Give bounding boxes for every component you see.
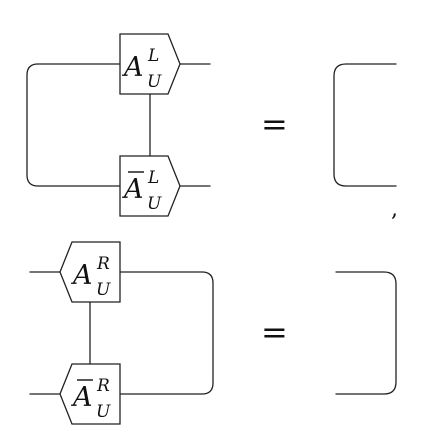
tensor-a-bar-l-u-base: A — [121, 174, 144, 205]
tensor-a-bar-r-u-box — [59, 363, 121, 425]
tensor-a-bar-l-u-sup: L — [147, 168, 159, 188]
tensor-a-bar-r-u-sub: U — [96, 402, 111, 422]
equals-sign-2: = — [261, 313, 288, 351]
tensor-a-r-u-base: A — [70, 260, 93, 291]
tensor-a-r-u-sub: U — [96, 280, 111, 300]
lhs-left-loop-wire — [26, 63, 121, 187]
tensor-a-l-u-base: A — [121, 52, 144, 83]
tensor-a-r-u: A R U — [59, 241, 121, 303]
tensor-a-l-u-sup: L — [147, 46, 159, 66]
tensor-a-bar-l-u-box — [119, 155, 181, 217]
rhs-identity-bracket-1 — [333, 63, 397, 187]
tensor-a-bar-r-u-base: A — [70, 382, 93, 413]
tensor-a-r-u-sup: R — [96, 254, 110, 274]
right-canonical-equation: A R U A R U = — [29, 241, 397, 425]
tensor-a-r-u-box — [59, 241, 121, 303]
tensor-a-bar-r-u-sup: R — [96, 376, 110, 396]
left-canonical-equation: A L U A L U = , — [26, 33, 398, 222]
lhs-right-loop-wire — [119, 271, 214, 395]
tensor-a-l-u-sub: U — [147, 72, 162, 92]
equals-sign-1: = — [261, 105, 288, 143]
trailing-comma: , — [391, 197, 398, 222]
tensor-a-bar-l-u: A L U — [119, 155, 181, 217]
tensor-a-bar-r-u: A R U — [59, 363, 121, 425]
tensor-a-l-u-box — [119, 33, 181, 95]
rhs-identity-bracket-2 — [335, 271, 397, 395]
tensor-a-bar-l-u-sub: U — [147, 194, 162, 214]
tensor-a-l-u: A L U — [119, 33, 181, 95]
